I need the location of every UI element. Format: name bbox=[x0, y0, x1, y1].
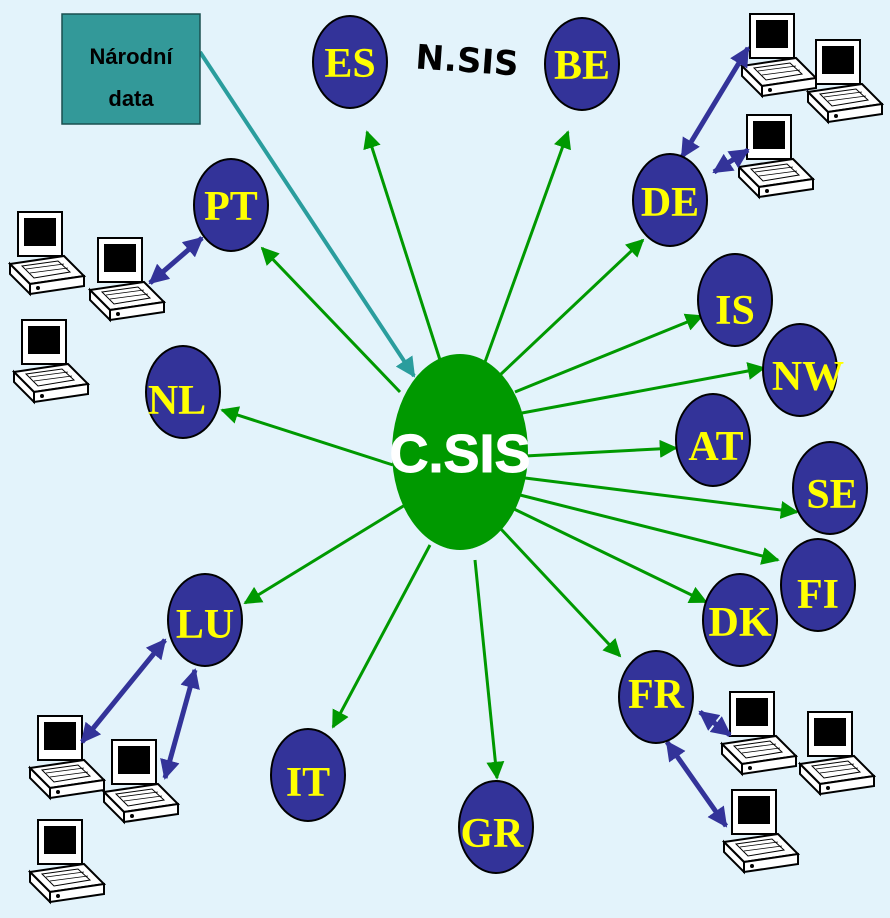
link-fr-pc-b bbox=[664, 740, 729, 828]
arrow-to-gr bbox=[473, 559, 505, 780]
arrow-to-fr bbox=[498, 526, 622, 658]
node-pt: PT bbox=[193, 158, 269, 252]
arrow-to-it bbox=[331, 544, 432, 729]
node-lu-label: LU bbox=[176, 602, 234, 648]
pc-cluster-pt bbox=[9, 211, 165, 403]
arrow-to-pt bbox=[260, 246, 402, 394]
node-be-label: BE bbox=[554, 43, 610, 89]
member-nodes: ES BE PT DE IS NW NL AT bbox=[145, 15, 868, 874]
national-data-box: Národní data bbox=[61, 13, 201, 125]
node-se-label: SE bbox=[806, 472, 857, 518]
arrow-to-de bbox=[498, 238, 645, 377]
link-pt-pc bbox=[148, 236, 204, 285]
node-it-label: IT bbox=[286, 760, 330, 806]
arrow-to-se bbox=[524, 476, 799, 519]
green-connection-arrows bbox=[220, 130, 799, 780]
arrow-to-be bbox=[483, 130, 571, 363]
central-sis-node: C.SIS bbox=[389, 354, 531, 550]
node-gr-label: GR bbox=[461, 811, 525, 857]
node-dk-label: DK bbox=[709, 600, 772, 646]
node-nw-label: NW bbox=[772, 354, 844, 400]
pc-cluster-lu bbox=[29, 715, 179, 903]
node-is-label: IS bbox=[715, 288, 755, 334]
national-data-line2: data bbox=[108, 86, 154, 111]
arrow-to-es bbox=[363, 130, 442, 361]
link-lu-pc-a bbox=[80, 638, 167, 744]
node-fr: FR bbox=[618, 650, 694, 744]
link-de-pc-b bbox=[712, 147, 750, 175]
node-be: BE bbox=[544, 17, 620, 111]
node-nl-label: NL bbox=[148, 378, 206, 424]
link-fr-pc-a bbox=[698, 710, 732, 737]
node-es: ES bbox=[312, 15, 388, 109]
node-fi-label: FI bbox=[797, 572, 839, 618]
arrow-national-data-to-csis bbox=[198, 50, 416, 378]
node-lu: LU bbox=[167, 573, 243, 667]
node-fi: FI bbox=[780, 538, 856, 632]
node-is: IS bbox=[697, 253, 773, 347]
link-lu-pc-b bbox=[160, 668, 200, 780]
arrow-to-dk bbox=[511, 506, 708, 604]
node-gr: GR bbox=[458, 780, 534, 874]
node-dk: DK bbox=[702, 573, 778, 667]
pc-cluster-de bbox=[738, 13, 883, 198]
arrow-to-nl bbox=[220, 406, 394, 467]
arrow-to-nw bbox=[521, 362, 766, 415]
arrow-to-at bbox=[524, 439, 678, 458]
arrow-to-lu bbox=[243, 503, 406, 605]
node-se: SE bbox=[792, 441, 868, 535]
node-nw: NW bbox=[762, 323, 844, 417]
arrow-to-fi bbox=[519, 493, 780, 565]
arrow-to-is bbox=[514, 313, 704, 394]
node-nl: NL bbox=[145, 345, 221, 439]
node-it: IT bbox=[270, 728, 346, 822]
node-fr-label: FR bbox=[628, 672, 685, 718]
national-sis-label: N.SIS bbox=[414, 37, 520, 84]
node-at-label: AT bbox=[688, 424, 743, 470]
central-sis-label: C.SIS bbox=[389, 424, 530, 484]
pc-cluster-fr bbox=[721, 691, 875, 873]
link-de-pc-a bbox=[679, 46, 751, 159]
node-de: DE bbox=[632, 153, 708, 247]
national-data-line1: Národní bbox=[89, 44, 173, 69]
node-es-label: ES bbox=[324, 41, 375, 87]
node-pt-label: PT bbox=[204, 184, 258, 230]
node-at: AT bbox=[675, 393, 751, 487]
blue-local-links bbox=[80, 46, 751, 828]
node-de-label: DE bbox=[641, 180, 699, 226]
